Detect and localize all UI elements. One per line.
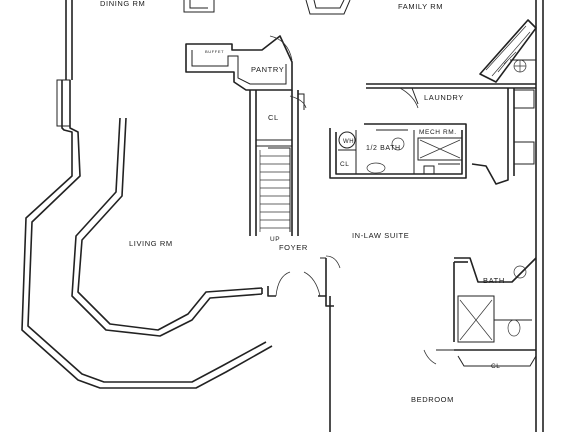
bedroom-bath-block xyxy=(423,257,537,367)
label-family-rm: FAMILY RM xyxy=(398,2,443,11)
label-up: UP xyxy=(270,236,280,243)
label-pantry: PANTRY xyxy=(251,65,284,74)
label-buffet: BUFFET xyxy=(205,49,224,54)
label-bath: BATH xyxy=(483,276,505,285)
label-dining-rm: DINING RM xyxy=(100,0,145,8)
label-cl-stair: CL xyxy=(268,113,279,122)
top-fixtures xyxy=(183,0,537,83)
label-cl-bath: CL xyxy=(340,161,350,168)
label-in-law-suite: IN-LAW SUITE xyxy=(352,231,409,240)
label-half-bath: 1/2 BATH xyxy=(366,145,401,152)
foyer-doors xyxy=(261,255,341,307)
pantry-block xyxy=(185,35,307,236)
label-cl-bedroom: CL xyxy=(491,363,501,370)
label-mech-rm: MECH RM. xyxy=(419,129,457,136)
label-living-rm: LIVING RM xyxy=(129,239,173,248)
room-labels: DINING RM FAMILY RM BUFFET PANTRY LAUNDR… xyxy=(100,0,505,404)
label-bedroom: BEDROOM xyxy=(411,395,454,404)
label-laundry: LAUNDRY xyxy=(424,93,464,102)
label-wh: WH xyxy=(343,139,354,145)
label-foyer: FOYER xyxy=(279,243,308,252)
exterior-walls xyxy=(21,0,544,432)
laundry-bath-block xyxy=(329,83,536,185)
